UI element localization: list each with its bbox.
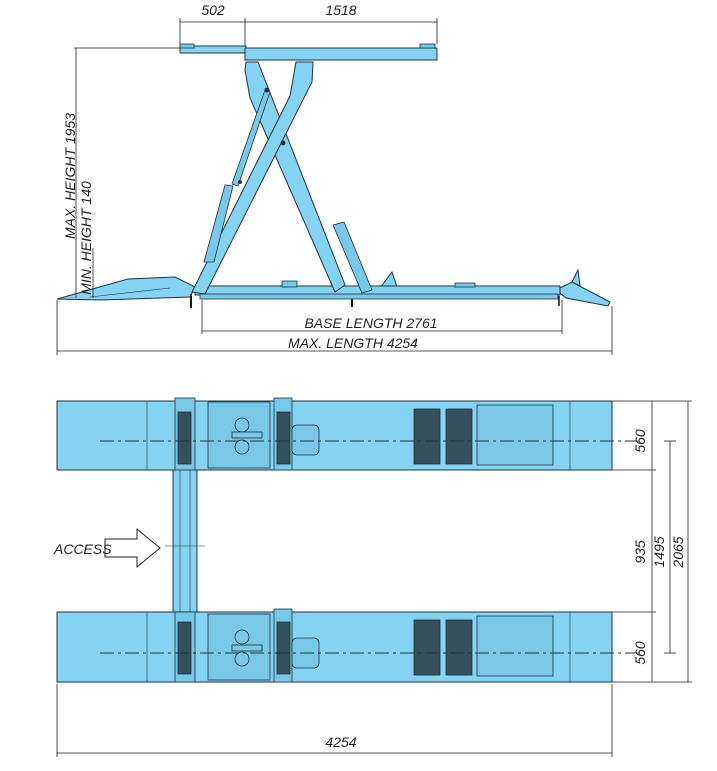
- base-rail: [199, 293, 559, 300]
- base-block: [281, 280, 298, 288]
- dim-1495-label: 1495: [651, 536, 667, 567]
- scissor-arm-front: [191, 61, 314, 295]
- rear-ramp: [555, 281, 611, 307]
- max-length-label: MAX. LENGTH 4254: [288, 335, 418, 351]
- base-length-label: BASE LENGTH 2761: [304, 315, 437, 331]
- length-dimension-lines: [56, 300, 613, 355]
- dim-560-top-label: 560: [632, 429, 648, 453]
- access-arrow-icon: [104, 527, 161, 569]
- platform-upper: [56, 397, 640, 471]
- access-label: ACCESS: [53, 541, 112, 557]
- rear-wheel-stop: [571, 268, 581, 287]
- dim-4254-label: 4254: [325, 734, 356, 750]
- height-dimension-lines: [74, 47, 180, 298]
- platform: [244, 47, 438, 61]
- length-dimension-line: [56, 684, 613, 757]
- hydraulic-cylinder-rear: [332, 221, 373, 294]
- dim-560-bottom-label: 560: [632, 641, 648, 665]
- cross-beam: [172, 469, 198, 614]
- platform-lower: [56, 608, 640, 683]
- dim-1518-label: 1518: [325, 2, 356, 18]
- platform-stop: [419, 43, 436, 49]
- max-height-label: MAX. HEIGHT 1953: [62, 113, 78, 239]
- dim-935-label: 935: [632, 540, 648, 564]
- min-height-label: MIN. HEIGHT 140: [78, 181, 94, 295]
- top-view: ACCESS 560 935 1495 2065 560 4254: [53, 397, 692, 757]
- side-view: 502 1518 MA: [56, 2, 613, 355]
- hydraulic-cylinder-front: [203, 184, 234, 263]
- width-dimension-lines: [612, 400, 692, 683]
- base-block: [454, 282, 476, 288]
- scissor-arm-rear: [244, 61, 346, 293]
- dim-2065-label: 2065: [670, 536, 686, 568]
- dim-502-label: 502: [201, 2, 225, 18]
- platform-stop: [179, 43, 195, 49]
